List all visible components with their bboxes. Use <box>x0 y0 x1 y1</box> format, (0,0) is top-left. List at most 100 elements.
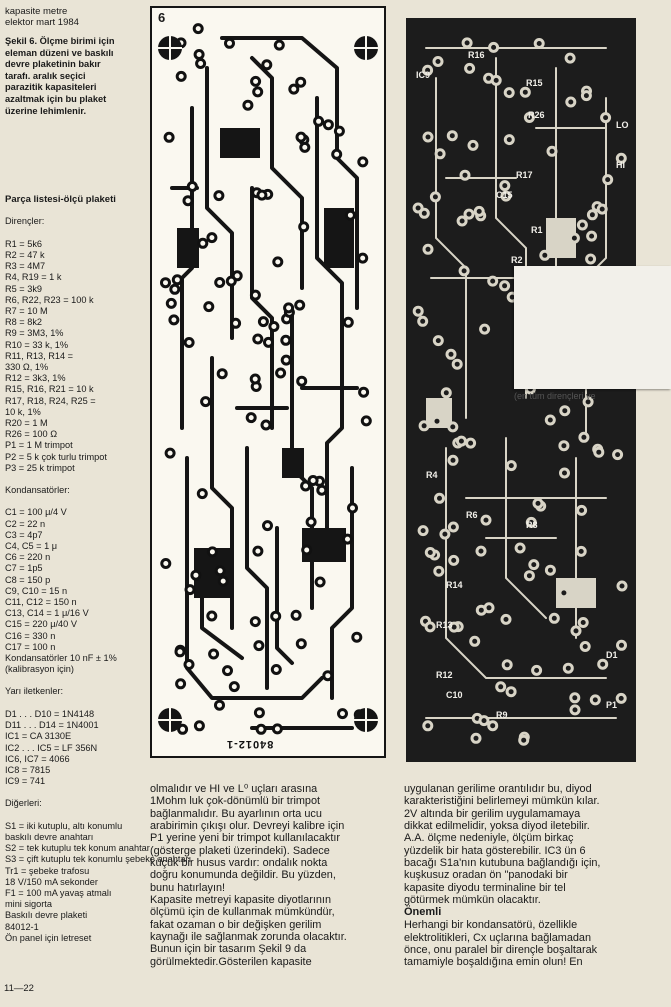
solder-pad <box>473 205 485 217</box>
solder-pad <box>586 230 598 242</box>
resistor-item: R10 = 33 k, 1% <box>5 339 69 350</box>
silk-label: R6 <box>466 510 478 520</box>
solder-pad <box>168 314 180 326</box>
solder-pad <box>447 421 459 433</box>
text-line: karakteristiğini belirlemeyi mümkün kıla… <box>404 795 600 808</box>
silk-label: R9 <box>496 710 508 720</box>
solder-pad <box>290 609 302 621</box>
solder-pad <box>575 545 587 557</box>
solder-pad <box>252 545 264 557</box>
solder-pad <box>333 125 345 137</box>
solder-pad <box>448 554 460 566</box>
solder-pad <box>174 646 186 658</box>
header-line: kapasite metre <box>5 6 68 17</box>
solder-pad <box>322 119 334 131</box>
capacitor-item: C9, C10 = 15 n <box>5 585 68 596</box>
text-line: kuşkusuz oradan ön "panodaki bir <box>404 869 568 882</box>
text-line: olmalıdır ve HI ve L⁰ uçları arasına <box>150 783 318 795</box>
caption-line: azaltmak için bu plaket <box>5 93 107 104</box>
text-line: P1 yerine yeni bir trimpot kullanılacakt… <box>150 832 341 845</box>
solder-pad <box>544 564 556 576</box>
resistor-item: R2 = 47 k <box>5 249 45 260</box>
solder-pad <box>439 528 451 540</box>
solder-pad <box>313 115 325 127</box>
solder-pad <box>548 612 560 624</box>
parts-list-title: Parça listesi-ölçü plaketi <box>5 194 116 206</box>
silk-label: HI <box>616 160 625 170</box>
resistor-item: R7 = 10 M <box>5 305 48 316</box>
capacitor-item: Kondansatörler: <box>5 485 70 496</box>
solder-pad <box>195 58 207 69</box>
capacitor-item: Kondansatörler 10 nF ± 1% <box>5 653 117 664</box>
solder-pad <box>200 396 212 408</box>
solder-pad <box>568 232 580 244</box>
text-line: önce, onu paralel bir dirençle boşaltara… <box>404 944 598 957</box>
solder-pad <box>186 181 198 192</box>
solder-pad <box>298 221 310 233</box>
text-line: Herhangi bir kondansatörü, özellikle <box>404 919 578 932</box>
solder-pad <box>475 545 487 557</box>
solder-pad <box>463 208 475 220</box>
other-part-item: baskılı devre anahtarı <box>5 831 94 842</box>
other-part-item: S2 = tek kutuplu tek konum anahtar <box>5 843 150 854</box>
solder-pad <box>190 569 202 581</box>
resistor-item: 10 k, 1% <box>5 406 41 417</box>
text-line: bunu hatırlayın! <box>150 881 226 894</box>
solder-pad <box>440 387 452 399</box>
solder-pad <box>214 565 226 577</box>
solder-pad <box>270 664 282 675</box>
solder-pad <box>206 546 218 558</box>
solder-pad <box>213 190 225 202</box>
text-line: bağlanmalıdır. Bu ayarlının orta ucu <box>150 807 322 820</box>
text-line: yüzdelik bir hata gösterebilir. IC3 ün 6 <box>404 844 586 857</box>
text-line: Kapasite metreyi kapasite diyotlarının <box>150 894 331 907</box>
solder-pad <box>272 256 284 268</box>
caption-line: devre plaketinin bakır <box>5 59 101 70</box>
resistor-item: R26 = 100 Ω <box>5 429 58 440</box>
resistor-item: P3 = 25 k trimpot <box>5 462 75 473</box>
solder-pad <box>295 76 307 88</box>
caption-line: eleman düzeni ve baskılı <box>5 47 114 58</box>
solder-pad <box>171 274 183 286</box>
solder-pad <box>228 681 240 693</box>
solder-pad <box>562 662 574 674</box>
solder-pad <box>314 576 326 588</box>
solder-pad <box>230 317 242 329</box>
solder-pad <box>589 694 601 706</box>
solder-pad <box>261 59 273 71</box>
solder-pad <box>222 665 233 677</box>
solder-pad <box>464 62 476 74</box>
solder-pad <box>193 49 205 60</box>
solder-pad <box>569 704 581 716</box>
solder-pad <box>160 558 172 569</box>
other-part-item: S1 = iki kutuplu, altı konumlu <box>5 820 123 831</box>
text-line: arabirimin çıkışı olur. Devreyi kalibre … <box>150 820 345 833</box>
text-line: 2V altında bir gerilim uygulamamaya <box>404 807 581 820</box>
solder-pad <box>216 368 228 380</box>
solder-pad <box>467 139 479 151</box>
page-number: 11—22 <box>4 983 34 994</box>
solder-pad <box>532 497 544 509</box>
solder-pad <box>192 23 204 35</box>
solder-pad <box>331 148 343 160</box>
solder-pad <box>299 141 311 153</box>
solder-pad <box>206 232 218 244</box>
solder-pad <box>295 638 307 650</box>
capacitor-item: C3 = 4p7 <box>5 529 43 540</box>
resistor-item: R4, R19 = 1 k <box>5 272 62 283</box>
caption-line: tarafı. aralık seçici <box>5 70 86 81</box>
text-line: uygulanan gerilime orantılıdır bu, diyod <box>404 783 592 795</box>
solder-pad <box>301 544 313 556</box>
solder-pad <box>578 431 590 443</box>
text-line: bacağı S1a'nın kutubuna bağlandığı için, <box>404 857 601 870</box>
solder-pad <box>177 723 189 735</box>
solder-pad <box>523 112 535 123</box>
text-line: dikkat edilmelidir, yoksa diyod iletebil… <box>404 820 590 833</box>
text-line: kapasite diyodu terminaline bir tel <box>404 881 566 894</box>
solder-pad <box>602 174 614 186</box>
solder-pad <box>429 191 441 203</box>
semiconductor-item: IC1 = CA 3130E <box>5 731 72 742</box>
silk-label: R12 <box>436 670 453 680</box>
